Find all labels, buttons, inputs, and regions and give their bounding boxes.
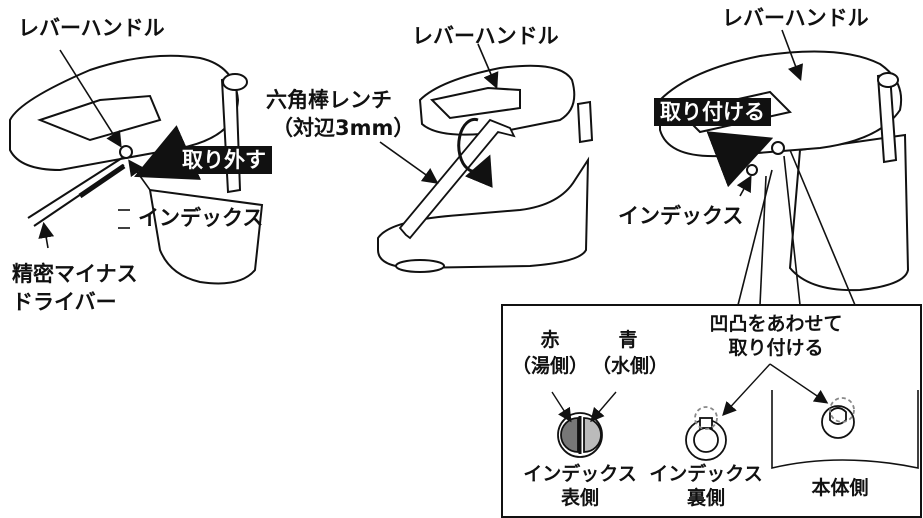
- panel2-lever-label: レバーハンドル: [412, 24, 559, 48]
- index-front-label-line2: 表側: [560, 487, 599, 509]
- panel1-lever-label: レバーハンドル: [18, 16, 165, 40]
- inset-note-line1: 凹凸をあわせて: [709, 313, 843, 335]
- panel2-faucet-drawing: [377, 64, 594, 273]
- panel2-wrench-label-line1: 六角棒レンチ: [266, 88, 392, 112]
- panel3-faucet-drawing: [659, 50, 910, 292]
- index-front-arrows: [551, 391, 617, 423]
- index-back-drawing: [685, 406, 727, 461]
- panel3-index-label: インデックス: [618, 204, 744, 228]
- red-label: 赤: [540, 329, 560, 351]
- panel1-remove-tag: 取り外す: [176, 146, 272, 175]
- index-front-drawing: [557, 412, 603, 458]
- inset-callout-lines: [737, 149, 856, 306]
- panel1-arrows: [38, 49, 202, 249]
- align-arrows: [722, 363, 829, 417]
- inset-box: [501, 304, 922, 518]
- body-side-drawing: [821, 397, 855, 439]
- blue-sub-label: （水側）: [591, 355, 668, 377]
- inset-note-line2: 取り付ける: [728, 337, 824, 359]
- index-front-label-line1: インデックス: [523, 463, 637, 485]
- panel2-arrows: [379, 43, 499, 188]
- panel1-index-label: インデックス: [138, 206, 264, 230]
- panel3-arrows: [706, 29, 803, 197]
- index-back-label-line2: 裏側: [686, 487, 725, 509]
- panel1-tool-label-line2: ドライバー: [12, 290, 117, 314]
- panel3-lever-label: レバーハンドル: [722, 6, 869, 30]
- panel1-tool-label-line1: 精密マイナス: [12, 262, 138, 286]
- body-side-label: 本体側: [811, 477, 869, 499]
- red-sub-label: （湯側）: [511, 355, 588, 377]
- panel2-wrench-label-line2: （対辺3mm）: [272, 116, 415, 140]
- index-back-label-line1: インデックス: [649, 463, 763, 485]
- panel3-attach-tag: 取り付ける: [654, 98, 771, 127]
- blue-label: 青: [618, 329, 638, 351]
